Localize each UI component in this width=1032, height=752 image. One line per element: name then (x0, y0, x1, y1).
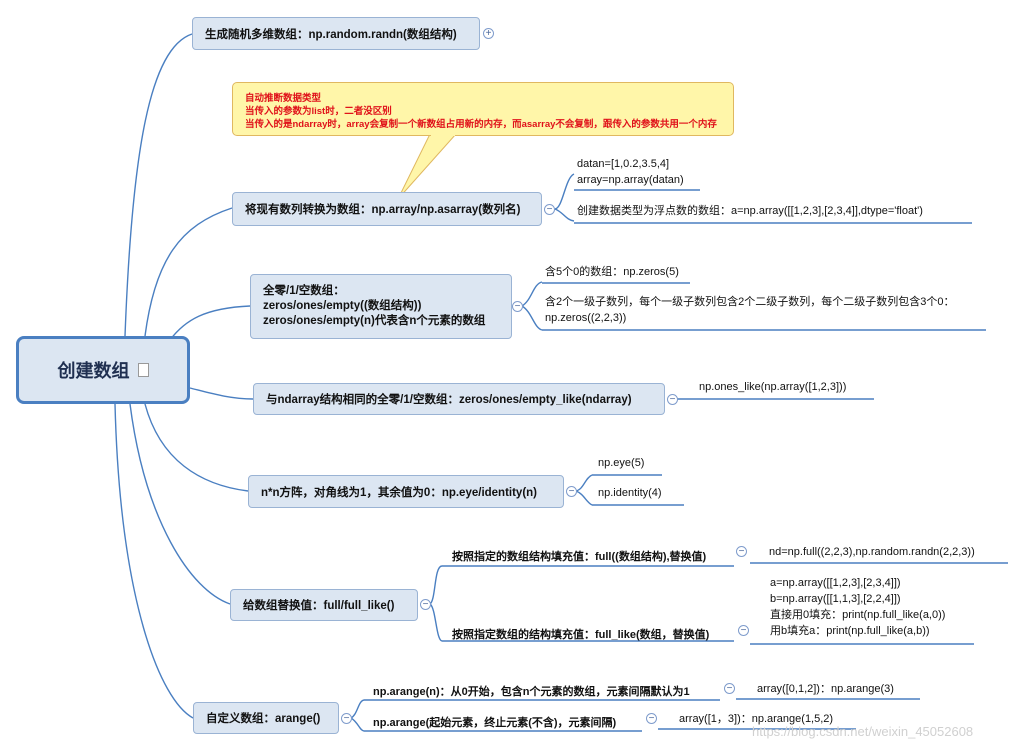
leaf-text: datan=[1,0.2,3.5,4] (577, 158, 670, 170)
collapse-toggle-label: − (726, 683, 733, 694)
collapse-toggle-label: − (343, 713, 350, 724)
topic-arange[interactable]: 自定义数组：arange() (193, 702, 339, 734)
collapse-toggle-label: − (514, 301, 521, 312)
leaf-text: np.zeros((2,2,3)) (545, 312, 627, 324)
subtopic-label[interactable]: np.arange(起始元素，终止元素(不含)，元素间隔) (373, 717, 617, 729)
leaf-text: np.eye(5) (598, 457, 645, 469)
subtopic-label[interactable]: 按照指定数组的结构填充值：full_like(数组，替换值) (452, 629, 710, 641)
topic-label: 将现有数列转换为数组：np.array/np.asarray(数列名) (245, 204, 521, 216)
watermark: https://blog.csdn.net/weixin_45052608 (752, 724, 974, 739)
topic-full[interactable]: 给数组替换值：full/full_like() (230, 589, 418, 621)
leaf-text: 直接用0填充：print(np.full_like(a,0)) (770, 609, 946, 621)
collapse-toggle-label: − (740, 625, 747, 636)
leaf-text: np.ones_like(np.array([1,2,3])) (699, 381, 847, 393)
topic-zeros-ones-empty[interactable]: 全零/1/空数组： zeros/ones/empty((数组结构)) zeros… (250, 274, 512, 339)
collapse-toggle[interactable]: − (341, 713, 352, 724)
leaf-text: a=np.array([[1,2,3],[2,3,4]]) (770, 577, 901, 589)
callout-line: 当传入的是ndarray时，array会复制一个新数组占用新的内存，而asarr… (245, 119, 717, 130)
topic-label: 自定义数组：arange() (206, 713, 321, 725)
collapse-toggle-label: − (648, 713, 655, 724)
leaf-text: array([1，3])：np.arange(1,5,2) (679, 713, 834, 725)
collapse-toggle[interactable]: − (420, 599, 431, 610)
subtopic-label[interactable]: 按照指定的数组结构填充值：full((数组结构),替换值) (452, 551, 707, 563)
expand-toggle-label: + (485, 28, 492, 39)
topic-label: 与ndarray结构相同的全零/1/空数组：zeros/ones/empty_l… (266, 394, 632, 406)
leaf-text: 含2个一级子数列，每个一级子数列包含2个二级子数列，每个二级子数列包含3个0： (545, 296, 955, 308)
collapse-toggle-label: − (422, 599, 429, 610)
collapse-toggle[interactable]: − (646, 713, 657, 724)
callout-note: 自动推断数据类型 当传入的参数为list时，二者没区别 当传入的是ndarray… (232, 82, 734, 136)
topic-label: n*n方阵，对角线为1，其余值为0：np.eye/identity(n) (261, 486, 538, 499)
collapse-toggle-label: − (669, 394, 676, 405)
collapse-toggle[interactable]: − (544, 204, 555, 215)
collapse-toggle[interactable]: − (512, 301, 523, 312)
topic-label-line: zeros/ones/empty((数组结构)) (263, 300, 422, 312)
topic-label-line: zeros/ones/empty(n)代表含n个元素的数组 (263, 315, 486, 327)
collapse-toggle[interactable]: − (566, 486, 577, 497)
leaf-text: 创建数据类型为浮点数的数组：a=np.array([[1,2,3],[2,3,4… (577, 205, 923, 217)
topic-like-arrays[interactable]: 与ndarray结构相同的全零/1/空数组：zeros/ones/empty_l… (253, 383, 665, 415)
leaf-text: 用b填充a：print(np.full_like(a,b)) (770, 625, 930, 637)
leaf-text: array([0,1,2])：np.arange(3) (757, 683, 894, 695)
topic-array-convert[interactable]: 将现有数列转换为数组：np.array/np.asarray(数列名) (232, 192, 542, 226)
central-topic[interactable]: 创建数组 (16, 336, 190, 404)
collapse-toggle-label: − (568, 486, 575, 497)
callout-line: 当传入的参数为list时，二者没区别 (245, 106, 392, 117)
central-topic-label: 创建数组 (57, 361, 130, 381)
leaf-text: b=np.array([[1,1,3],[2,2,4]]) (770, 593, 901, 605)
callout-joint (431, 133, 455, 136)
collapse-toggle-label: − (546, 204, 553, 215)
callout-line: 自动推断数据类型 (245, 93, 322, 104)
leaf-text: np.identity(4) (598, 487, 662, 499)
collapse-toggle[interactable]: − (667, 394, 678, 405)
collapse-toggle-label: − (738, 546, 745, 557)
topic-random-array[interactable]: 生成随机多维数组：np.random.randn(数组结构) (192, 17, 480, 50)
expand-toggle[interactable]: + (483, 28, 494, 39)
leaf-text: 含5个0的数组：np.zeros(5) (545, 266, 679, 278)
topic-label-line: 全零/1/空数组： (263, 285, 345, 297)
topic-label: 生成随机多维数组：np.random.randn(数组结构) (205, 28, 457, 41)
topic-label: 给数组替换值：full/full_like() (243, 600, 395, 612)
collapse-toggle[interactable]: − (736, 546, 747, 557)
collapse-toggle[interactable]: − (738, 625, 749, 636)
note-icon (137, 363, 149, 377)
subtopic-label[interactable]: np.arange(n)：从0开始，包含n个元素的数组，元素间隔默认为1 (373, 686, 690, 698)
leaf-text: nd=np.full((2,2,3),np.random.randn(2,2,3… (769, 546, 975, 558)
collapse-toggle[interactable]: − (724, 683, 735, 694)
topic-eye-identity[interactable]: n*n方阵，对角线为1，其余值为0：np.eye/identity(n) (248, 475, 564, 508)
leaf-text: array=np.array(datan) (577, 174, 684, 186)
